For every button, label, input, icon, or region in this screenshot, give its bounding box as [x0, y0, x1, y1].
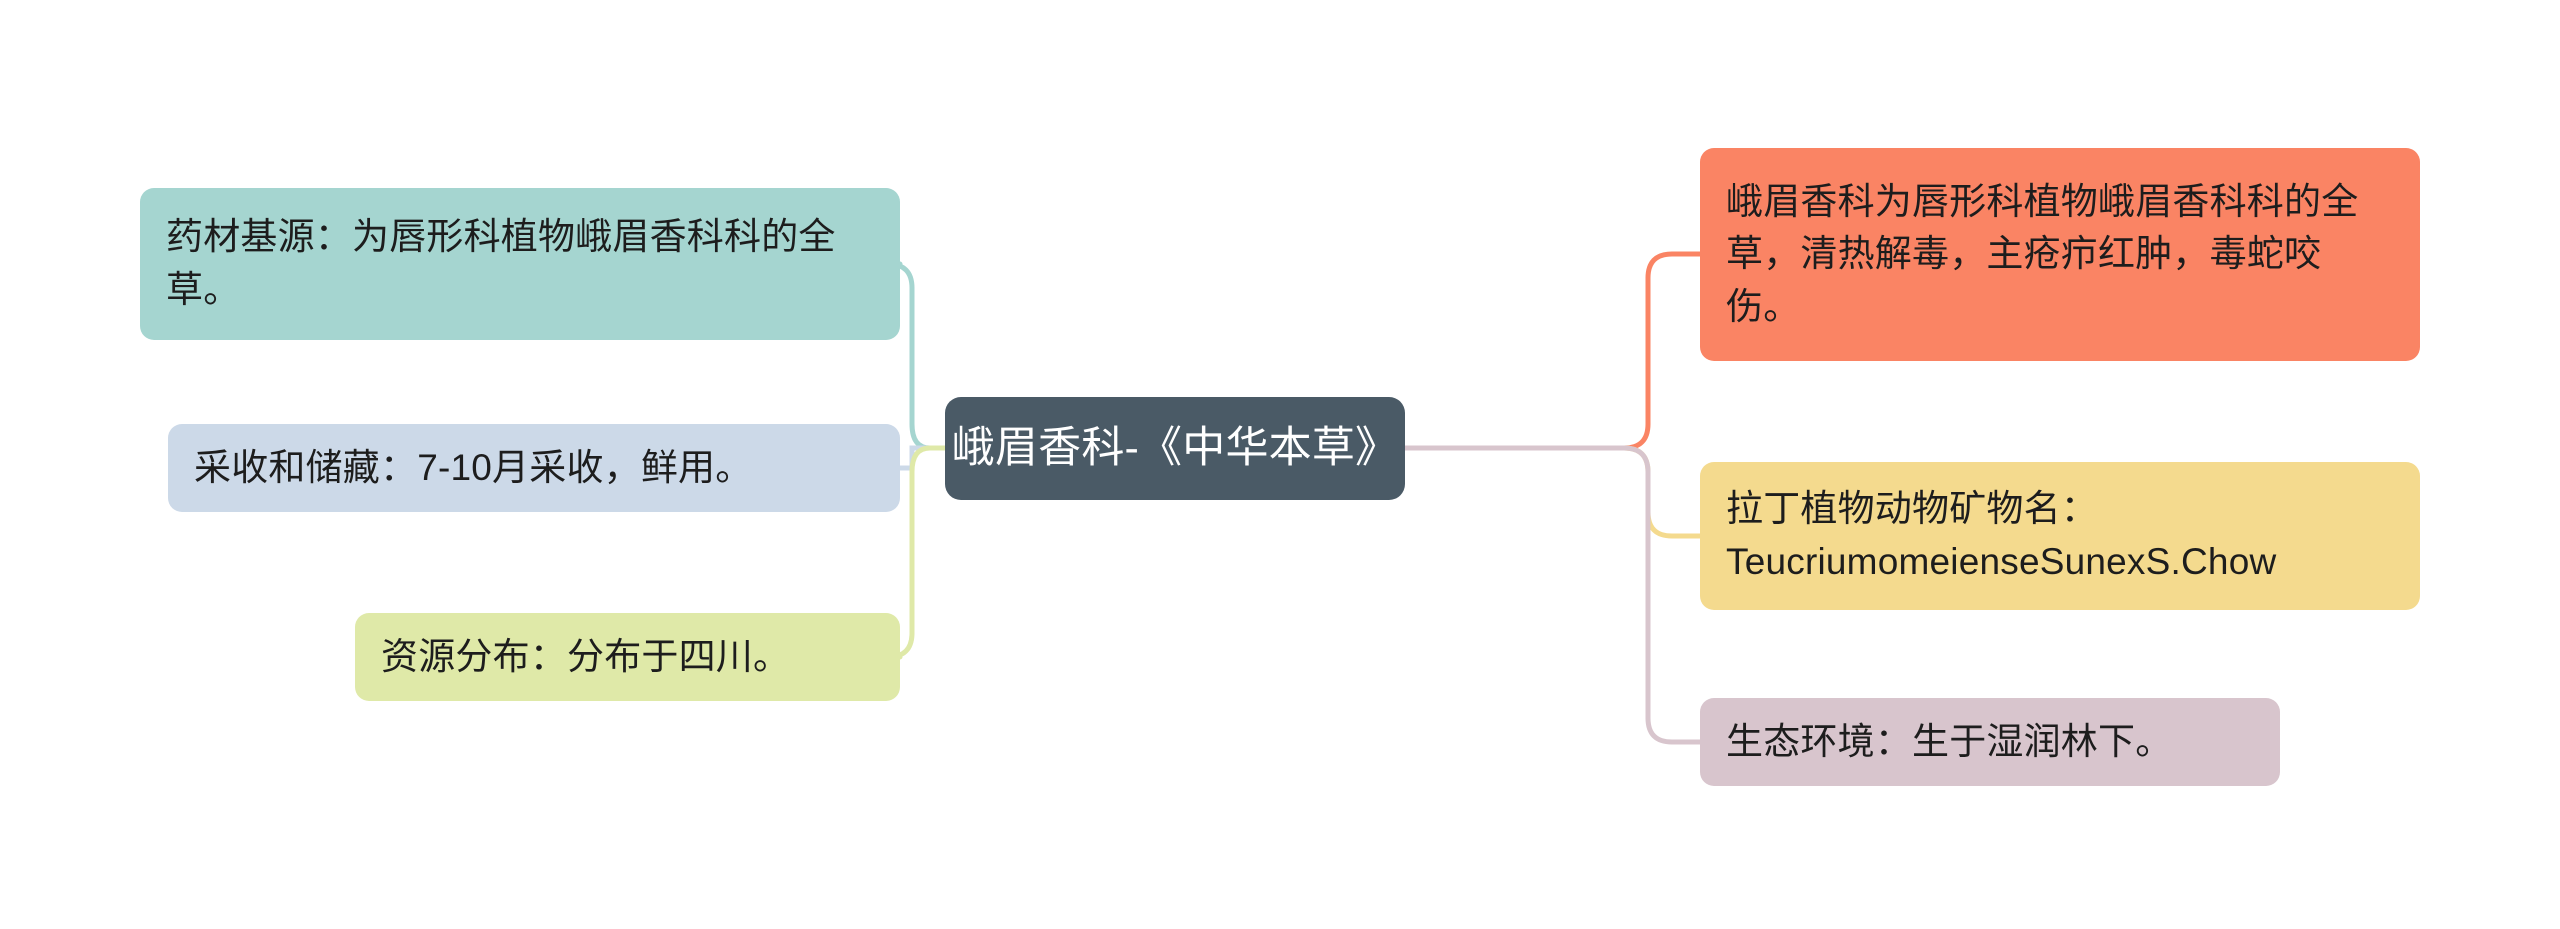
- node-ecology-label: 生态环境：生于湿润林下。: [1726, 720, 2173, 762]
- node-source-label: 药材基源：为唇形科植物峨眉香科科的全草。: [166, 216, 836, 310]
- node-ecology[interactable]: 生态环境：生于湿润林下。: [1700, 698, 2280, 786]
- node-latin-name-label: 拉丁植物动物矿物名：TeucriumomeienseSunexS.Chow: [1726, 488, 2277, 582]
- connector-latin-name: [1402, 445, 1703, 539]
- node-source[interactable]: 药材基源：为唇形科植物峨眉香科科的全草。: [140, 188, 900, 340]
- node-summary[interactable]: 峨眉香科为唇形科植物峨眉香科科的全草，清热解毒，主疮疖红肿，毒蛇咬伤。: [1700, 148, 2420, 361]
- node-summary-label: 峨眉香科为唇形科植物峨眉香科科的全草，清热解毒，主疮疖红肿，毒蛇咬伤。: [1726, 180, 2359, 327]
- connector-ecology: [1402, 445, 1703, 745]
- node-distribution-label: 资源分布：分布于四川。: [381, 635, 791, 677]
- node-harvest-label: 采收和储藏：7-10月采收，鲜用。: [194, 446, 753, 488]
- connector-harvest: [897, 445, 948, 471]
- node-distribution[interactable]: 资源分布：分布于四川。: [355, 613, 900, 701]
- node-root-label: 峨眉香科-《中华本草》: [951, 423, 1399, 472]
- node-latin-name[interactable]: 拉丁植物动物矿物名：TeucriumomeienseSunexS.Chow: [1700, 462, 2420, 610]
- node-harvest[interactable]: 采收和储藏：7-10月采收，鲜用。: [168, 424, 900, 512]
- connector-summary: [1402, 251, 1703, 451]
- node-root[interactable]: 峨眉香科-《中华本草》: [945, 397, 1405, 500]
